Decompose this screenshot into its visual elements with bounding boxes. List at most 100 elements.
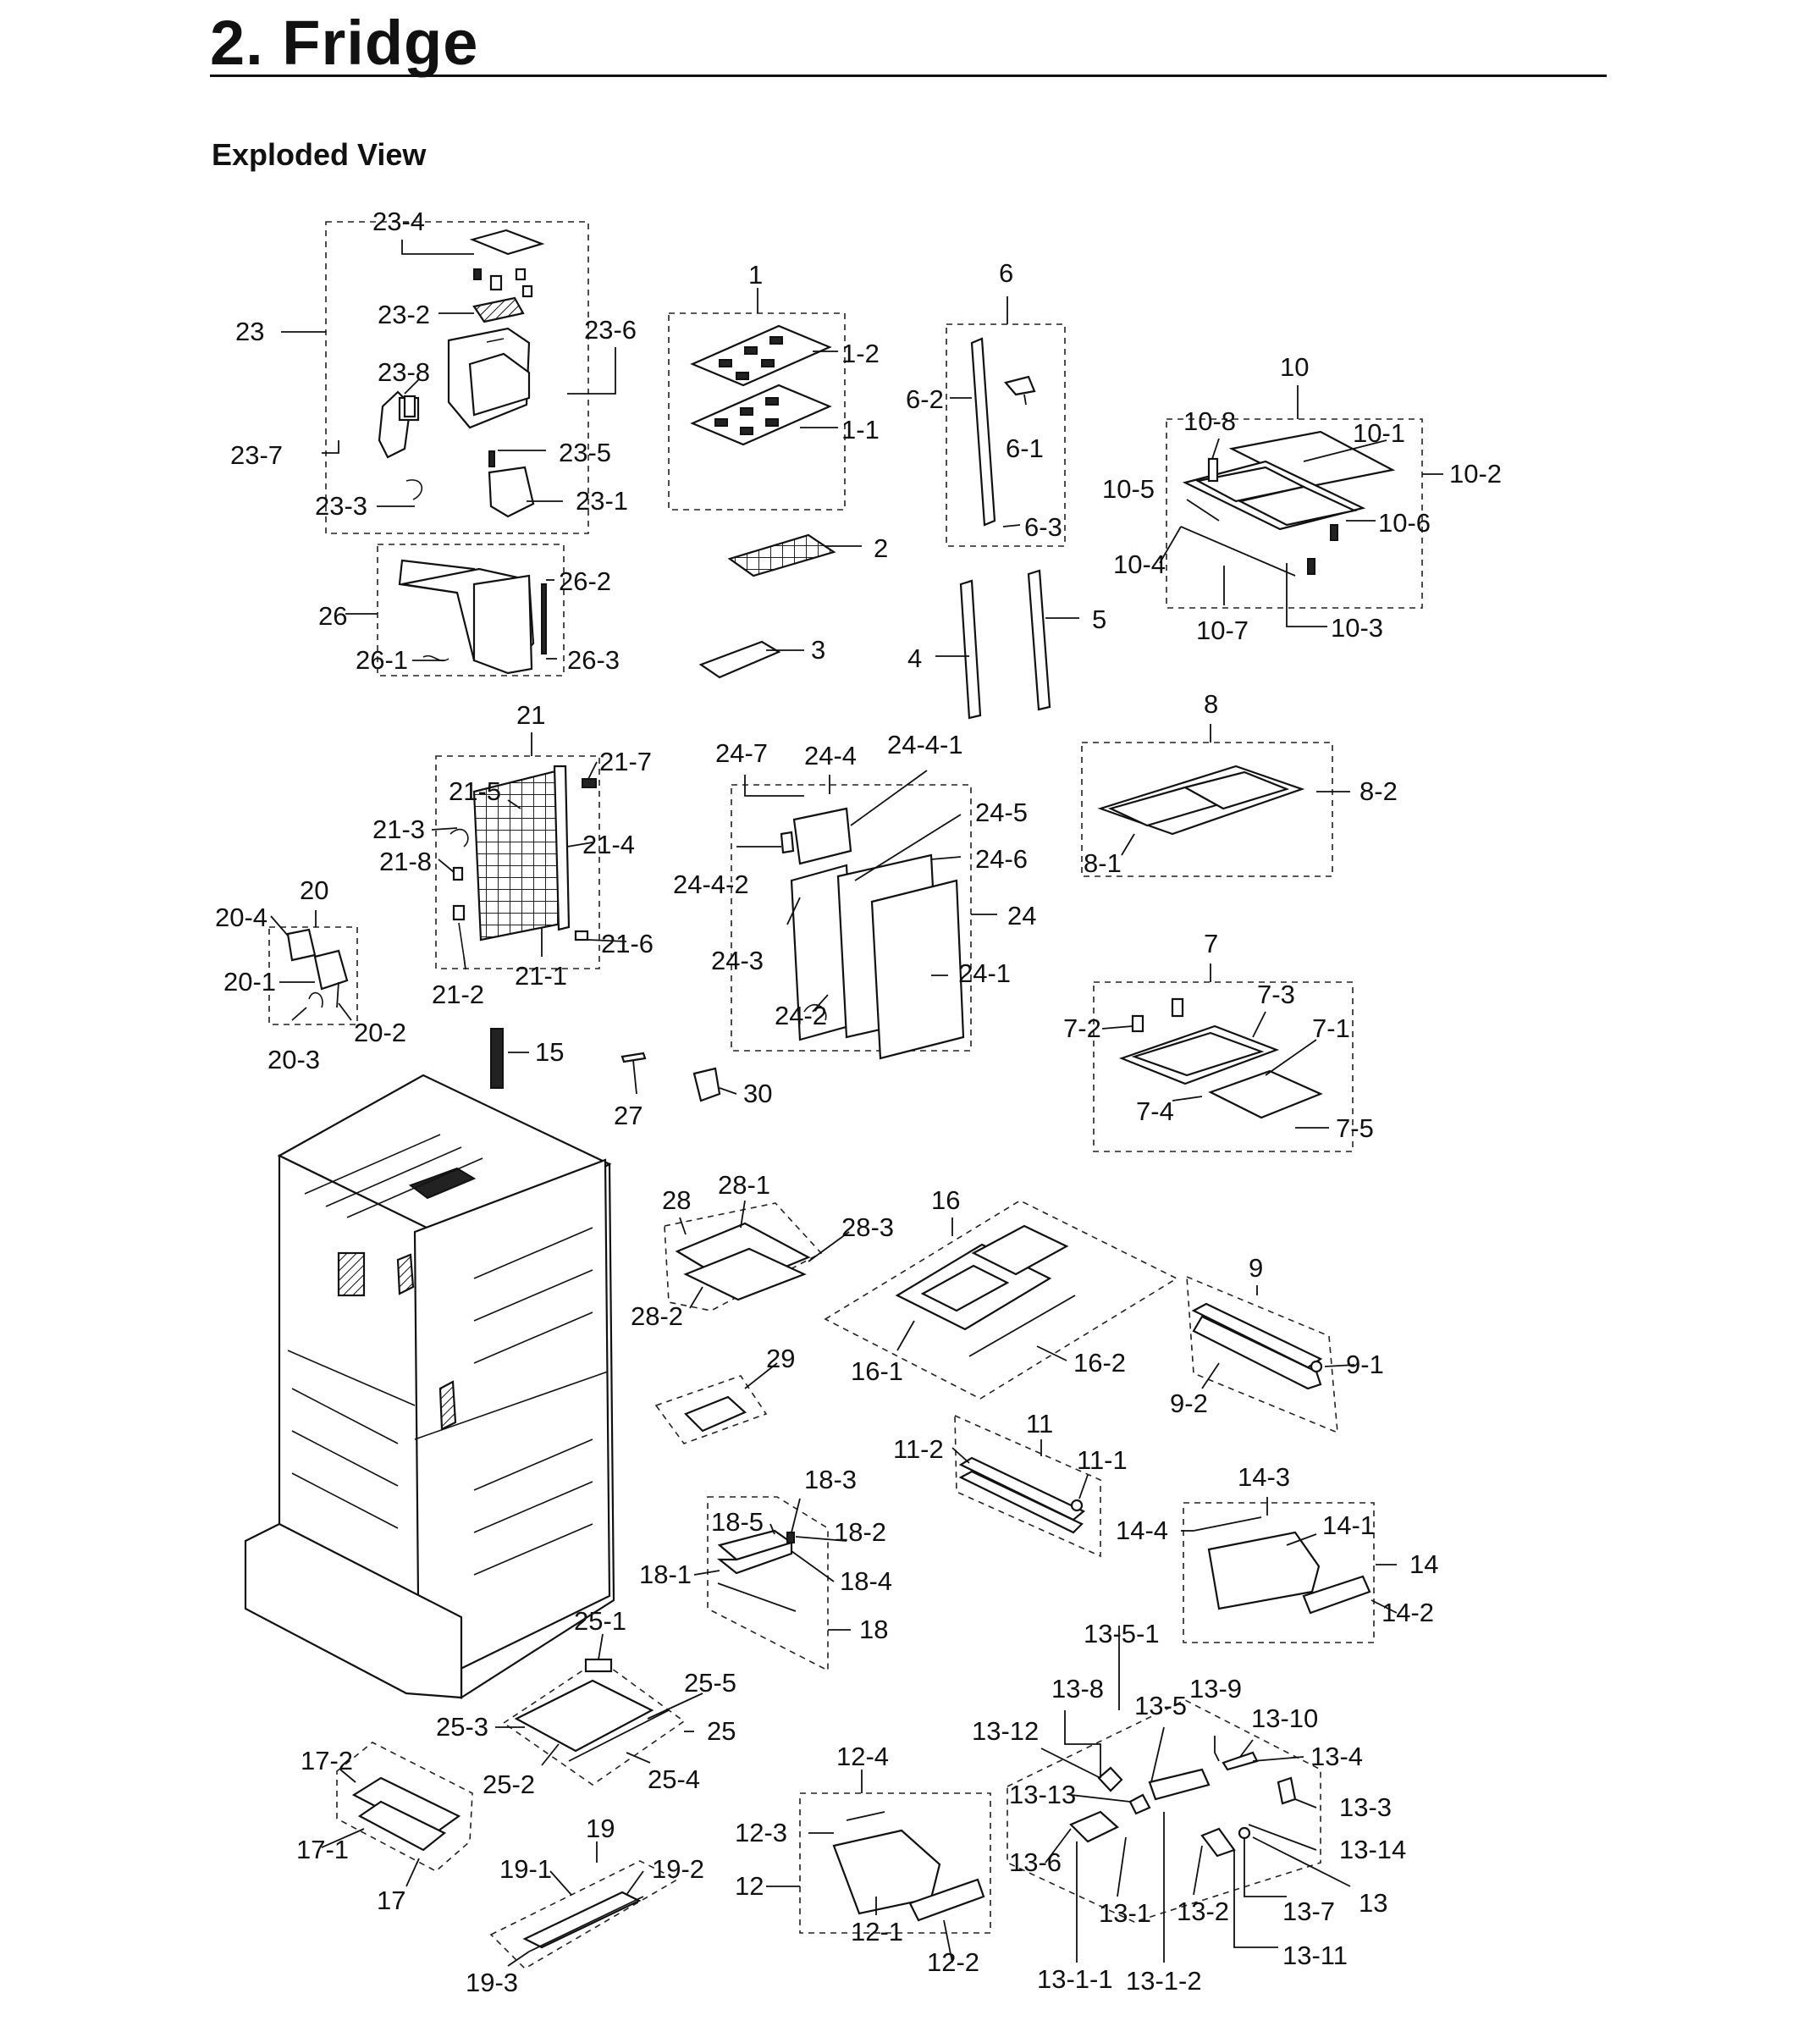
part-27 — [620, 1052, 647, 1063]
label-13-13: 13-13 — [1009, 1780, 1076, 1809]
label-23-8: 23-8 — [378, 357, 430, 387]
label-10: 10 — [1280, 352, 1309, 382]
drawer-25 — [514, 1658, 670, 1762]
label-13-6: 13-6 — [1009, 1847, 1062, 1877]
label-24-5: 24-5 — [975, 798, 1028, 827]
label-11-1: 11-1 — [1077, 1445, 1128, 1475]
box-11 — [954, 1414, 1101, 1558]
label-10-6: 10-6 — [1378, 508, 1431, 538]
box-26 — [377, 544, 565, 676]
box-18 — [707, 1496, 829, 1672]
label-7-2: 7-2 — [1063, 1013, 1101, 1043]
label-24-4-1: 24-4-1 — [887, 730, 963, 759]
label-14-3: 14-3 — [1238, 1462, 1290, 1492]
label-16: 16 — [931, 1185, 960, 1215]
label-24-4-2: 24-4-2 — [673, 870, 749, 899]
label-6: 6 — [999, 258, 1013, 288]
box-6 — [946, 323, 1066, 547]
label-26: 26 — [318, 601, 347, 631]
label-21-3: 21-3 — [372, 814, 425, 844]
part-labels: 23-4 23-2 23 23-6 23-8 23-7 23-5 23-3 23… — [215, 207, 1502, 1997]
panel-17 — [351, 1776, 461, 1852]
label-10-4: 10-4 — [1113, 549, 1166, 579]
label-10-1: 10-1 — [1353, 418, 1405, 448]
part-4 — [959, 579, 982, 720]
label-13-11: 13-11 — [1282, 1941, 1348, 1970]
label-24-3: 24-3 — [711, 946, 764, 975]
label-28-1: 28-1 — [718, 1170, 770, 1200]
label-30: 30 — [743, 1079, 772, 1108]
label-13-12: 13-12 — [972, 1716, 1039, 1746]
label-23-3: 23-3 — [315, 491, 367, 521]
box-23 — [325, 221, 589, 534]
evaporator-21 — [449, 765, 597, 958]
label-12-3: 12-3 — [735, 1818, 787, 1847]
label-19-1: 19-1 — [499, 1854, 552, 1884]
label-18-2: 18-2 — [834, 1517, 886, 1547]
label-25-4: 25-4 — [648, 1764, 700, 1794]
label-14-4: 14-4 — [1116, 1516, 1168, 1545]
label-25-2: 25-2 — [483, 1770, 535, 1799]
label-13: 13 — [1359, 1888, 1387, 1918]
label-21-1: 21-1 — [515, 961, 567, 991]
duct-24 — [780, 807, 965, 1060]
shelf-1 — [690, 324, 832, 446]
box-21 — [435, 755, 600, 969]
label-12-4: 12-4 — [836, 1742, 889, 1771]
label-19-2: 19-2 — [652, 1854, 704, 1884]
label-18-4: 18-4 — [840, 1566, 892, 1596]
rail-11 — [958, 1456, 1086, 1534]
label-9-2: 9-2 — [1170, 1389, 1208, 1418]
label-13-7: 13-7 — [1282, 1897, 1335, 1926]
label-12-2: 12-2 — [927, 1947, 979, 1977]
label-1-1: 1-1 — [841, 415, 880, 444]
label-18: 18 — [859, 1615, 888, 1644]
label-1-2: 1-2 — [841, 339, 880, 368]
box-13 — [1007, 1699, 1321, 1923]
label-7-3: 7-3 — [1257, 980, 1295, 1009]
label-5: 5 — [1092, 605, 1106, 634]
label-18-5: 18-5 — [711, 1507, 764, 1537]
label-25-1: 25-1 — [574, 1606, 626, 1636]
label-13-1-1: 13-1-1 — [1037, 1964, 1113, 1994]
box-29 — [654, 1375, 768, 1444]
label-23: 23 — [235, 317, 264, 346]
shelf-16 — [895, 1224, 1076, 1357]
label-23-5: 23-5 — [559, 438, 611, 467]
part-2-grid — [727, 533, 836, 577]
box-25 — [502, 1659, 686, 1786]
part-5 — [1027, 569, 1051, 711]
label-24-7: 24-7 — [715, 738, 768, 768]
part-3 — [698, 640, 781, 679]
label-13-14: 13-14 — [1339, 1835, 1406, 1864]
label-13-4: 13-4 — [1310, 1742, 1363, 1771]
shelf-8 — [1097, 765, 1305, 836]
label-14: 14 — [1409, 1549, 1438, 1579]
label-19-3: 19-3 — [466, 1968, 518, 1997]
label-14-1: 14-1 — [1322, 1510, 1375, 1540]
label-21-7: 21-7 — [599, 747, 652, 776]
part-29 — [684, 1395, 747, 1433]
label-6-2: 6-2 — [906, 384, 944, 414]
label-13-1: 13-1 — [1099, 1898, 1151, 1928]
label-13-1-2: 13-1-2 — [1126, 1966, 1202, 1996]
part-15 — [490, 1028, 504, 1089]
box-17 — [336, 1742, 473, 1872]
ice-maker-assembly — [378, 229, 545, 518]
label-20-3: 20-3 — [267, 1045, 320, 1074]
label-21-5: 21-5 — [449, 776, 501, 806]
label-17-1: 17-1 — [296, 1835, 349, 1864]
label-10-5: 10-5 — [1102, 474, 1155, 504]
label-8-1: 8-1 — [1084, 848, 1122, 878]
box-7 — [1093, 981, 1354, 1152]
label-24-4: 24-4 — [804, 741, 857, 770]
label-21-2: 21-2 — [432, 980, 484, 1009]
label-10-7: 10-7 — [1196, 616, 1249, 645]
label-3: 3 — [811, 635, 825, 665]
label-18-3: 18-3 — [804, 1465, 857, 1494]
label-17: 17 — [377, 1886, 405, 1915]
label-11: 11 — [1026, 1409, 1053, 1438]
label-20-2: 20-2 — [354, 1018, 406, 1047]
label-13-5-1: 13-5-1 — [1084, 1619, 1160, 1648]
label-27: 27 — [614, 1101, 643, 1130]
